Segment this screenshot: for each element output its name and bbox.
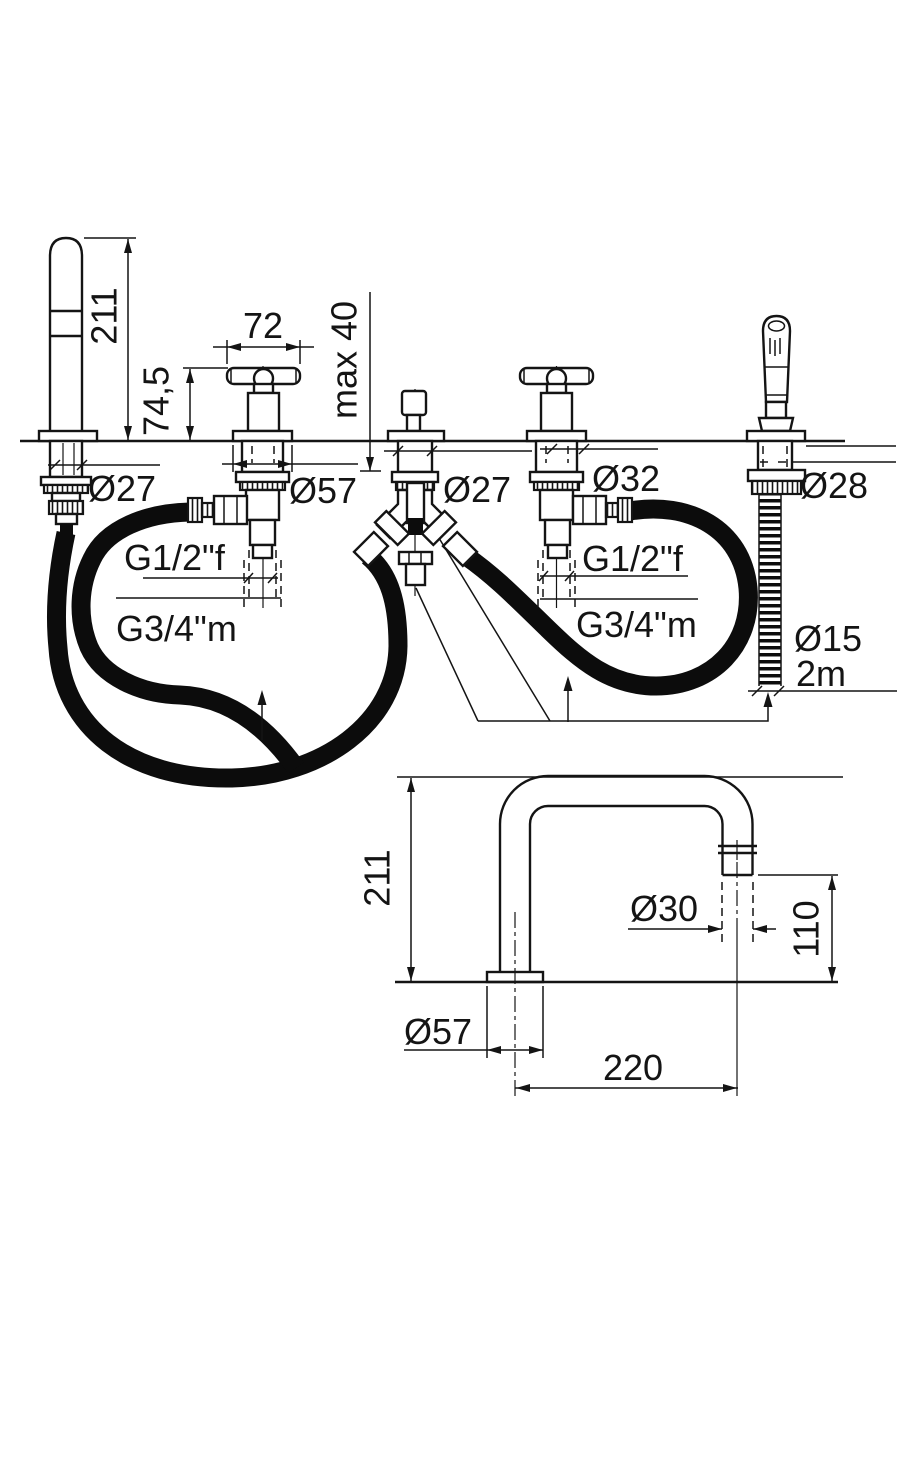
dim-spout-height: 211 xyxy=(84,287,125,344)
dim-side-height: 211 xyxy=(357,849,398,906)
dimensions-front: 211 72 74,5 max 40 Ø27 xyxy=(48,237,897,697)
shower-holder xyxy=(757,416,795,433)
flow-arrows xyxy=(257,676,573,740)
flow-arrow-left-icon xyxy=(257,690,267,705)
hose-nut xyxy=(186,496,204,524)
dim-left-thread-male: G3/4"m xyxy=(116,608,237,649)
dim-base-dia: Ø57 xyxy=(404,1011,472,1052)
dim-right-thread-male: G3/4"m xyxy=(576,604,697,645)
dim-right-valve-dia: Ø32 xyxy=(592,458,660,499)
spout-side-profile xyxy=(395,774,838,984)
dim-handle-width: 72 xyxy=(243,305,283,346)
dim-hose-length: 2m xyxy=(796,653,846,694)
dim-left-thread-female: G1/2"f xyxy=(124,537,226,578)
dim-outlet-height: 110 xyxy=(786,900,827,957)
bath-spout-front xyxy=(37,236,99,536)
branch-nut-right xyxy=(441,530,479,568)
dim-max-deck: max 40 xyxy=(324,301,365,419)
dim-left-valve-dia: Ø57 xyxy=(289,470,357,511)
supply-hoses xyxy=(46,499,758,788)
side-profile-view: 211 110 Ø30 Ø57 xyxy=(357,774,843,1096)
dim-spout-shank-dia: Ø27 xyxy=(88,468,156,509)
dimensions-side: 211 110 Ø30 Ø57 xyxy=(357,776,843,1096)
dim-hose-dia: Ø15 xyxy=(794,618,862,659)
outlet-elbow xyxy=(212,494,249,526)
dim-diverter-dia: Ø27 xyxy=(443,469,511,510)
dim-handle-height: 74,5 xyxy=(136,366,177,436)
right-valve xyxy=(518,366,634,608)
dim-spout-reach: 220 xyxy=(603,1047,663,1088)
dim-right-thread-female: G1/2"f xyxy=(582,538,684,579)
hose-spout-loop xyxy=(46,530,408,788)
hose-left-valve-loop xyxy=(71,502,304,774)
dim-handshower-dia: Ø28 xyxy=(800,465,868,506)
hand-shower xyxy=(745,314,807,686)
flow-arrow-right-icon xyxy=(563,676,573,691)
diverter-knob xyxy=(400,389,428,417)
branch-nut-left xyxy=(352,530,390,568)
outlet-elbow xyxy=(571,494,608,526)
shower-head xyxy=(761,314,792,404)
diverter xyxy=(352,389,479,596)
left-valve xyxy=(186,366,302,608)
hose-nut xyxy=(616,496,634,524)
dim-outlet-dia: Ø30 xyxy=(630,888,698,929)
hose-right-valve-loop xyxy=(460,499,758,696)
front-elevation-view: 211 72 74,5 max 40 Ø27 xyxy=(20,236,897,788)
